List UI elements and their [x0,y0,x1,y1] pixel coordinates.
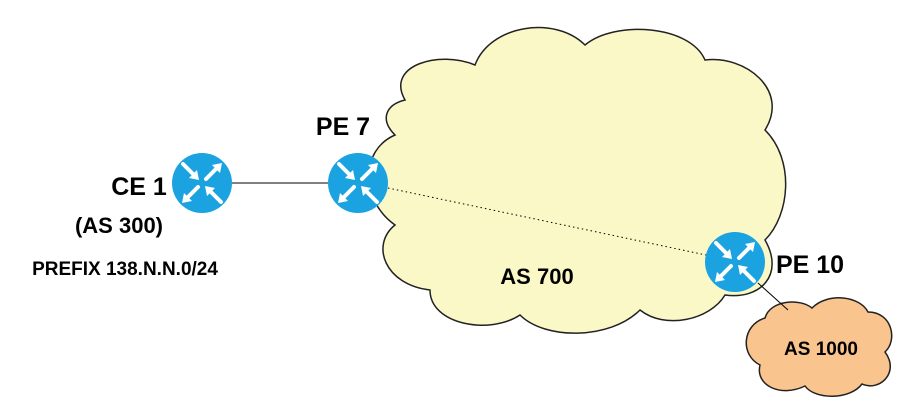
as700-cloud [368,26,787,334]
router-icon[interactable] [328,153,388,213]
pe7-name-label: PE 7 [316,113,370,141]
link-pe7-pe10 [387,187,707,256]
ce1-prefix-label: PREFIX 138.N.N.0/24 [32,259,218,280]
as1000-cloud [745,297,893,397]
pe10-name-label: PE 10 [776,251,844,279]
router-icon[interactable] [705,232,765,292]
ce1-as-label: (AS 300) [75,213,163,238]
ce1-name-label: CE 1 [111,173,167,201]
as1000-label: AS 1000 [784,339,858,360]
as700-label: AS 700 [500,264,573,289]
router-icon[interactable] [172,153,232,213]
link-pe10-as1000 [757,282,789,311]
